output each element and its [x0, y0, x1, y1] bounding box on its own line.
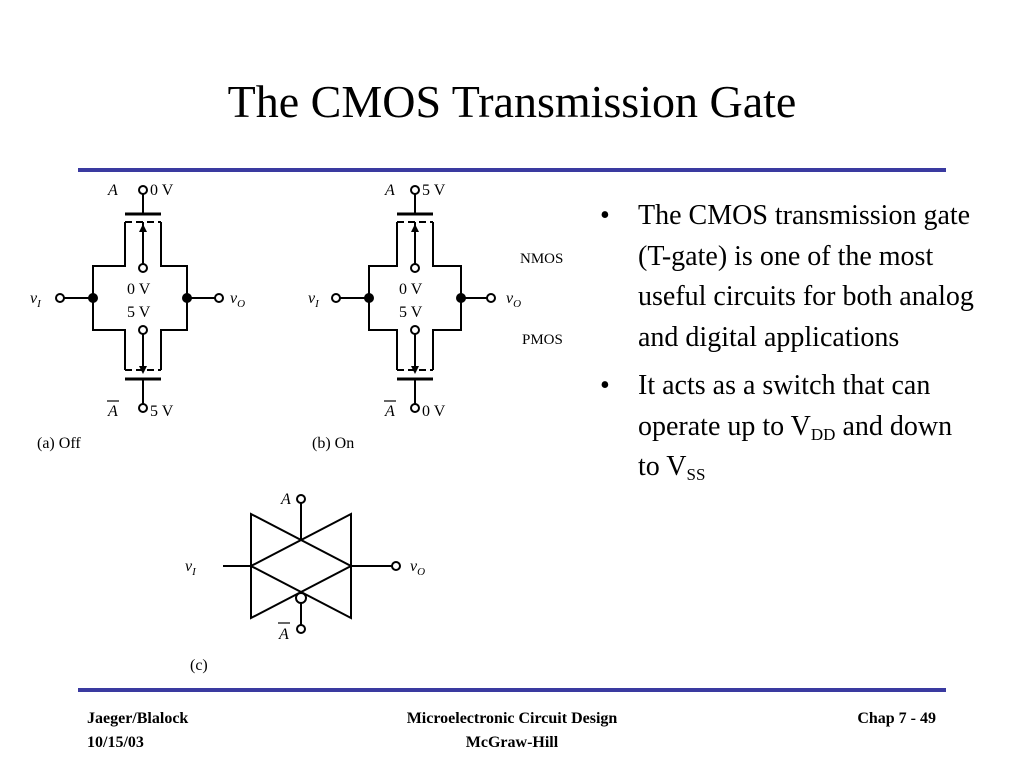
- c-top-label: A: [280, 491, 291, 508]
- footer-book: Microelectronic Circuit Design McGraw-Hi…: [362, 707, 662, 755]
- a-input-label: vI: [30, 290, 42, 310]
- tgate-figure: A 0 V 0 V 5 V A 5 V vI vO (a) Off A 5 V …: [30, 182, 563, 674]
- a-bottom-gate-voltage: 5 V: [150, 403, 174, 420]
- c-input-label: vI: [185, 558, 197, 578]
- slide-title: The CMOS Transmission Gate: [227, 76, 797, 127]
- bullet-text-2: It acts as a switch that can operate up …: [638, 370, 953, 484]
- a-body-top: 0 V: [127, 281, 151, 298]
- b-body-bottom: 5 V: [399, 304, 423, 321]
- pmos-label: PMOS: [522, 332, 563, 348]
- c-bottom-label: A: [278, 626, 289, 643]
- c-output-label: vO: [410, 558, 425, 578]
- footer-authors: Jaeger/Blalock: [87, 710, 189, 727]
- circuit-c: [223, 494, 401, 634]
- bullet-dot: •: [600, 370, 610, 401]
- bullet-item-1: • The CMOS transmission gate (T-gate) is…: [600, 196, 980, 358]
- top-divider: [78, 168, 946, 172]
- a-top-gate-label: A: [107, 182, 118, 199]
- footer-date: 10/15/03: [87, 734, 144, 751]
- b-top-gate-voltage: 5 V: [422, 182, 446, 199]
- nmos-label: NMOS: [520, 251, 563, 267]
- a-body-bottom: 5 V: [127, 304, 151, 321]
- b-input-label: vI: [308, 290, 320, 310]
- footer-page: Chap 7 - 49: [857, 710, 936, 727]
- b-bottom-gate-label: A: [384, 403, 395, 420]
- b-caption: (b) On: [312, 435, 354, 452]
- footer-author-date: Jaeger/Blalock 10/15/03: [87, 707, 188, 755]
- circuit-a: [55, 185, 224, 413]
- a-output-label: vO: [230, 290, 245, 310]
- footer-book-title: Microelectronic Circuit Design: [406, 710, 618, 727]
- a-bottom-gate-label: A: [107, 403, 118, 420]
- bullet-text-1: The CMOS transmission gate (T-gate) is o…: [638, 200, 974, 353]
- b-top-gate-label: A: [384, 182, 395, 199]
- b-bottom-gate-voltage: 0 V: [422, 403, 446, 420]
- c-caption: (c): [190, 657, 208, 674]
- b-body-top: 0 V: [399, 281, 423, 298]
- bullet-item-2: • It acts as a switch that can operate u…: [600, 366, 980, 488]
- bottom-divider: [78, 688, 946, 692]
- footer-publisher: McGraw-Hill: [465, 734, 559, 751]
- bullet-list: • The CMOS transmission gate (T-gate) is…: [600, 196, 980, 496]
- b-output-label: vO: [506, 290, 521, 310]
- bullet-dot: •: [600, 200, 610, 231]
- circuit-b: [331, 185, 496, 413]
- a-caption: (a) Off: [37, 435, 81, 452]
- a-top-gate-voltage: 0 V: [150, 182, 174, 199]
